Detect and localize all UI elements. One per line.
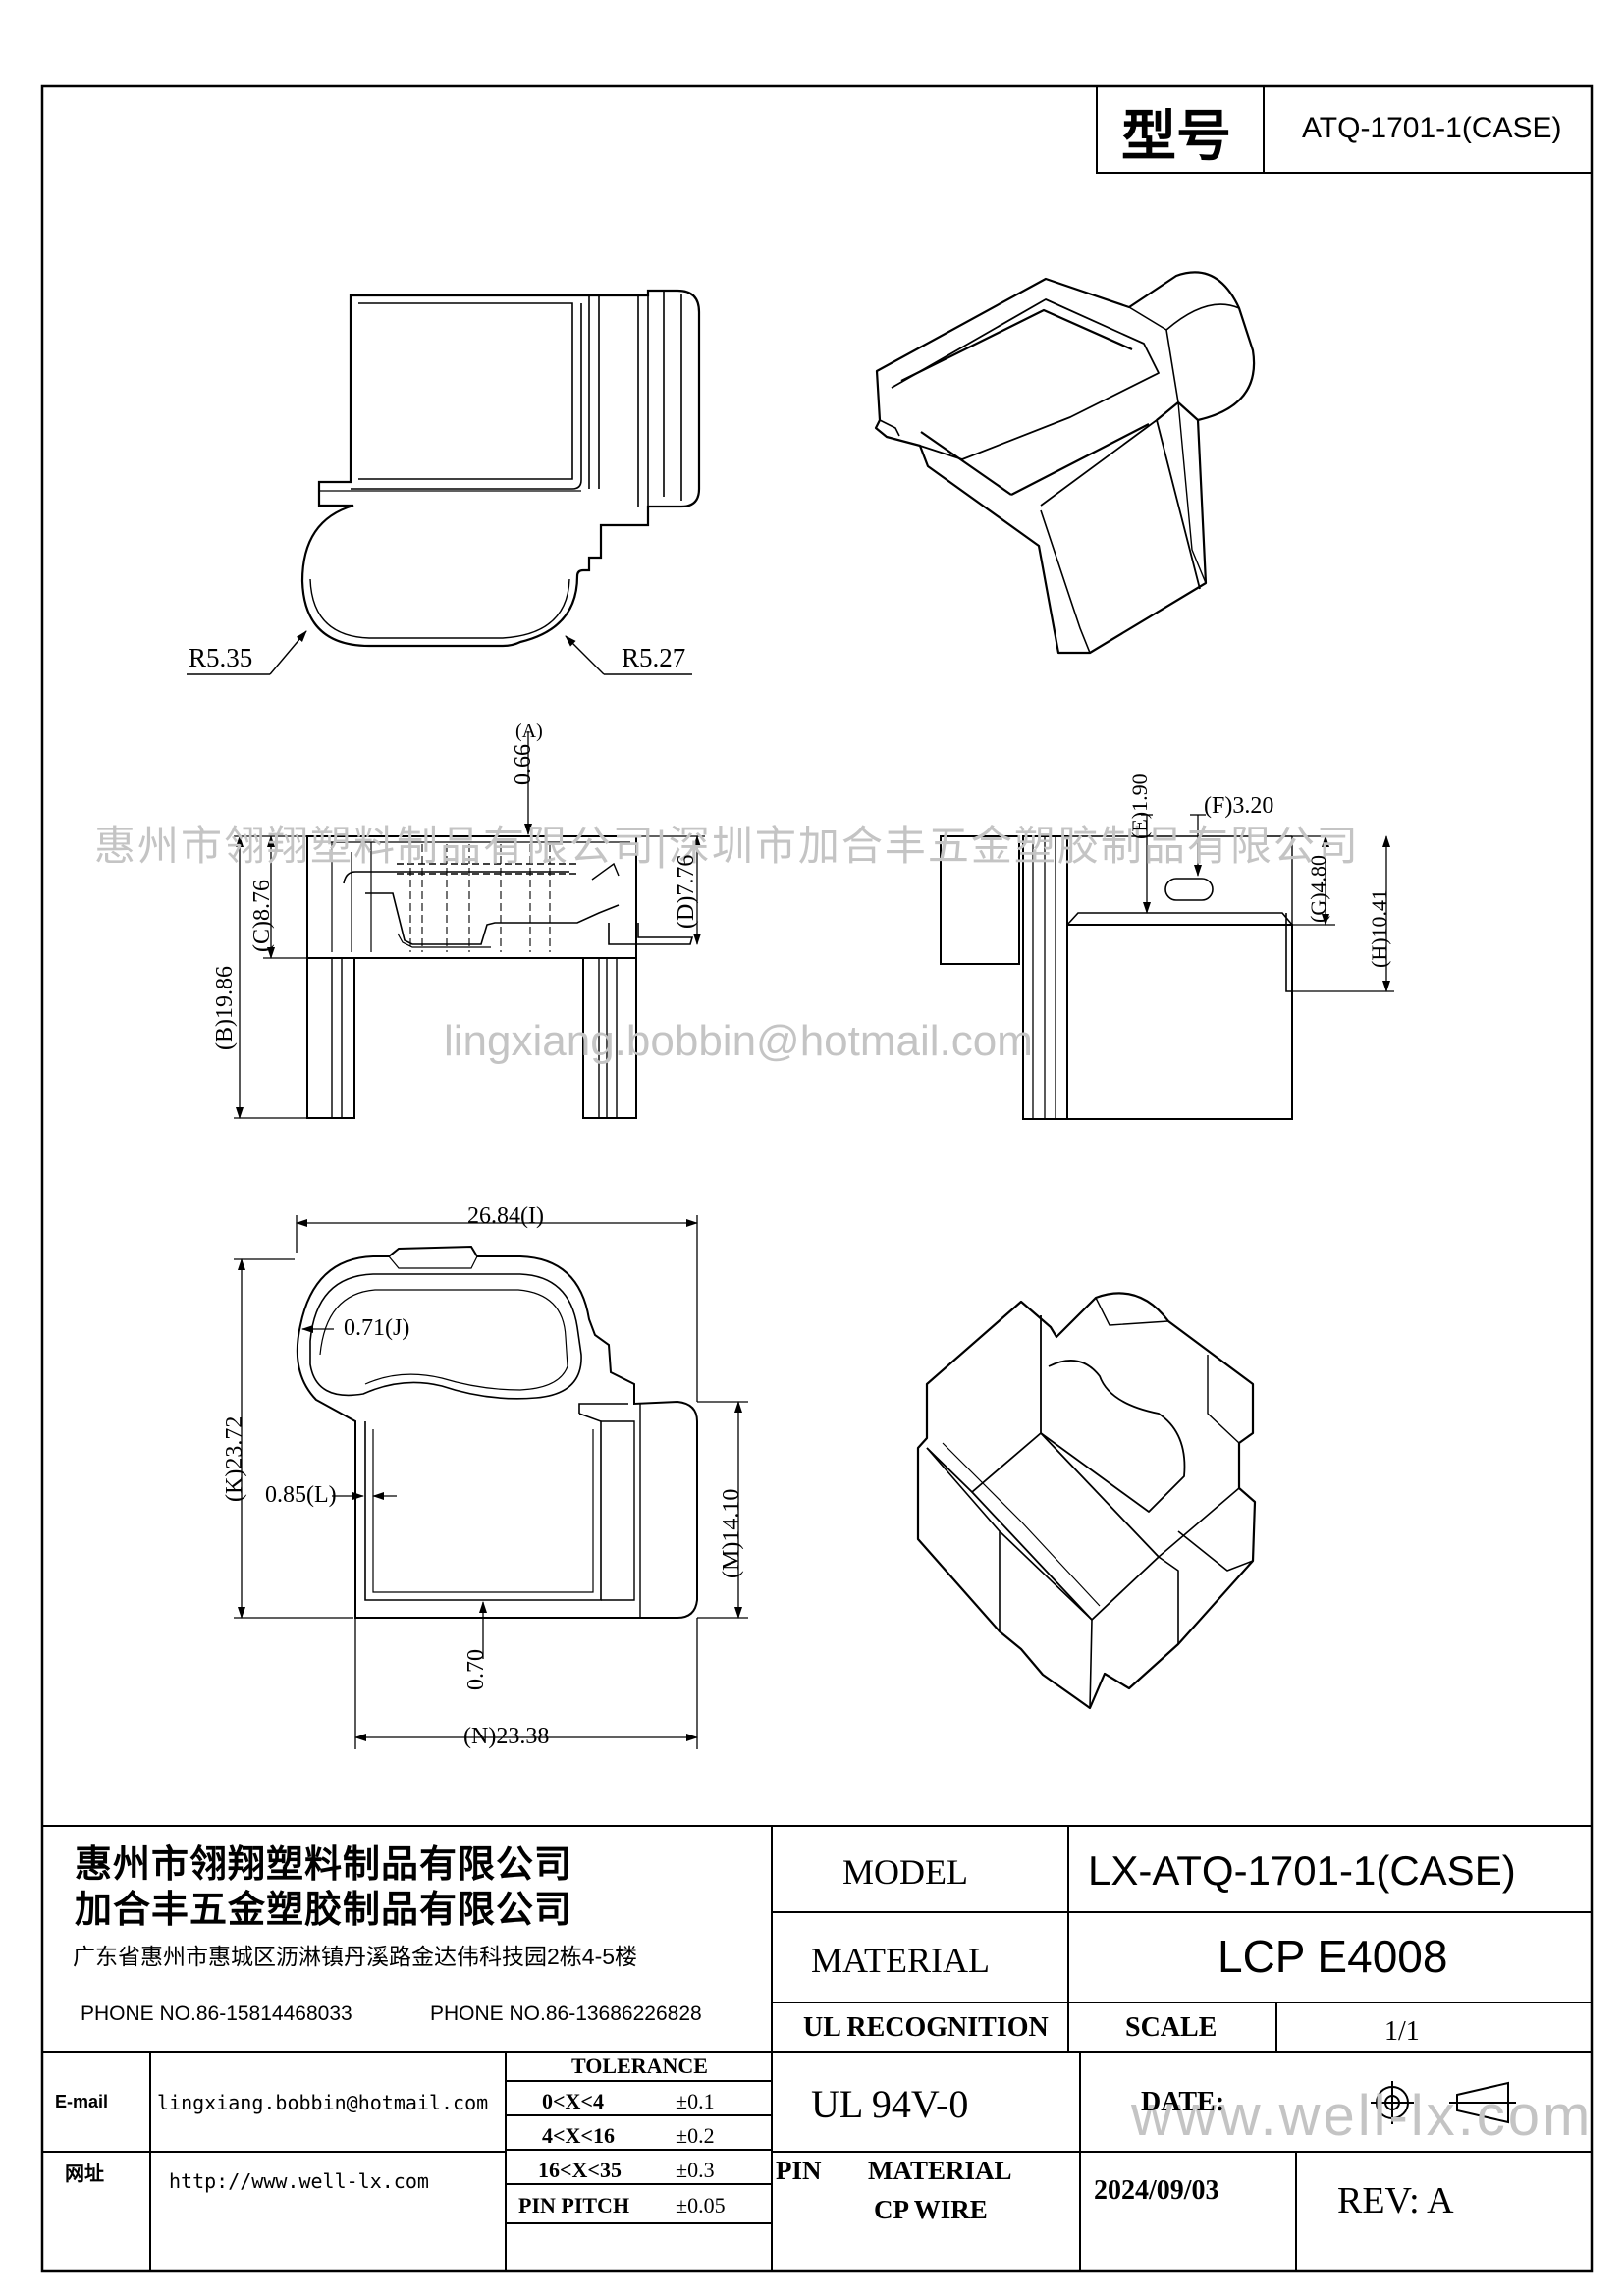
tag-e-letter: E	[1127, 819, 1152, 832]
dim-a: 0.66	[511, 744, 536, 785]
dim-j: 0.71(J)	[344, 1315, 410, 1341]
watermark-site: www.well-lx.com	[1131, 2084, 1594, 2148]
dim-n: (N)23.38	[463, 1724, 550, 1749]
email-label: E-mail	[55, 2092, 109, 2111]
scale-value: 1/1	[1384, 2016, 1420, 2047]
dim-e: (E)1.90	[1127, 774, 1152, 839]
view-front	[306, 835, 694, 1119]
dim-m-value: 14.10	[719, 1488, 744, 1542]
dim-c: (C)8.76	[249, 879, 275, 952]
tag-i-letter: I	[528, 1203, 536, 1229]
dim-c-value: 8.76	[249, 879, 275, 921]
tolerance-range-4: PIN PITCH	[518, 2193, 630, 2217]
phone-2: PHONE NO.86-13686226828	[430, 2002, 702, 2025]
tag-j-letter: J	[393, 1315, 403, 1341]
tag-c-letter: C	[249, 928, 275, 944]
header-model-label: 型号	[1121, 105, 1231, 167]
web-label: 网址	[65, 2163, 104, 2185]
projection-symbol-icon	[1371, 2081, 1516, 2124]
watermark-email: lingxiang.bobbin@hotmail.com	[444, 1017, 1033, 1065]
dim-g-value: 4.80	[1306, 854, 1330, 893]
tag-n-letter: N	[471, 1724, 489, 1749]
dim-h: (H)10.41	[1367, 888, 1391, 968]
company-name-2: 加合丰五金塑胶制品有限公司	[75, 1890, 573, 1931]
dim-f: (F)3.20	[1204, 793, 1274, 819]
dim-r-left: R5.35	[189, 643, 253, 672]
tolerance-range-3: 16<X<35	[538, 2158, 622, 2182]
material-label: MATERIAL	[811, 1941, 990, 1980]
revision: REV: A	[1337, 2180, 1454, 2221]
tag-m-letter: M	[719, 1549, 744, 1571]
date-label: DATE:	[1141, 2087, 1225, 2117]
dim-f-value: 3.20	[1232, 793, 1274, 819]
dim-k-value: 23.72	[222, 1415, 247, 1469]
sheet-border	[40, 84, 1594, 2273]
dim-e-value: 1.90	[1127, 774, 1152, 812]
model-value: LX-ATQ-1701-1(CASE)	[1088, 1847, 1516, 1894]
tolerance-header: TOLERANCE	[571, 2054, 708, 2078]
dim-p: 0.70	[463, 1649, 489, 1690]
view-iso-bottom	[916, 1292, 1257, 1710]
date-value: 2024/09/03	[1094, 2175, 1219, 2206]
tolerance-value-3: ±0.3	[676, 2158, 715, 2182]
tolerance-range-2: 4<X<16	[542, 2123, 615, 2148]
dim-g: (G)4.80	[1306, 854, 1330, 923]
tag-b-letter: B	[212, 1026, 238, 1042]
tag-a: (A)	[515, 721, 543, 742]
tag-k-letter: K	[222, 1476, 247, 1494]
view-top-left	[300, 289, 701, 648]
tolerance-value-4: ±0.05	[676, 2193, 726, 2217]
tag-l-letter: L	[314, 1482, 329, 1508]
dim-l-value: 0.85	[265, 1482, 306, 1508]
material-value: LCP E4008	[1218, 1931, 1448, 1982]
dim-l: 0.85(L)	[265, 1482, 337, 1508]
dim-i: 26.84(I)	[467, 1203, 544, 1229]
view-iso-top	[874, 271, 1256, 655]
model-label: MODEL	[842, 1852, 968, 1892]
header-model-box	[1096, 85, 1593, 174]
tag-f-letter: F	[1212, 793, 1225, 819]
dim-d: (D)7.76	[674, 854, 699, 929]
web-value[interactable]: http://www.well-lx.com	[169, 2169, 429, 2193]
watermark-company: 惠州市翎翔塑料制品有限公司|深圳市加合丰五金塑胶制品有限公司	[94, 823, 1360, 869]
pin-material-2: CP WIRE	[874, 2195, 988, 2224]
dim-i-value: 26.84	[467, 1203, 520, 1229]
dim-n-value: 23.38	[496, 1724, 550, 1749]
dim-m: (M)14.10	[719, 1488, 744, 1578]
scale-label: SCALE	[1125, 2012, 1218, 2043]
company-name-1: 惠州市翎翔塑料制品有限公司	[75, 1844, 573, 1886]
tag-g-letter: G	[1306, 899, 1330, 916]
ul-value: UL 94V-0	[811, 2082, 969, 2126]
dim-b-value: 19.86	[212, 965, 238, 1019]
pin-material-1: MATERIAL	[868, 2156, 1012, 2185]
title-block-grid	[42, 1825, 1592, 2271]
company-address: 广东省惠州市惠城区沥淋镇丹溪路金达伟科技园2栋4-5楼	[73, 1944, 638, 1969]
ul-label: UL RECOGNITION	[803, 2012, 1049, 2043]
view-bottom	[296, 1245, 698, 1619]
dim-k: (K)23.72	[222, 1415, 247, 1502]
view-side	[940, 835, 1293, 1120]
tag-a-letter: A	[521, 721, 537, 742]
tag-h-letter: H	[1367, 944, 1391, 961]
dim-r-right: R5.27	[622, 643, 686, 672]
email-value[interactable]: lingxiang.bobbin@hotmail.com	[157, 2091, 489, 2114]
header-model-value: ATQ-1701-1(CASE)	[1302, 112, 1562, 144]
dim-d-value: 7.76	[674, 854, 699, 896]
dim-h-value: 10.41	[1367, 888, 1391, 938]
tolerance-value-1: ±0.1	[676, 2089, 715, 2113]
dim-b: (B)19.86	[212, 965, 238, 1050]
pin-label: PIN	[776, 2156, 822, 2185]
dim-j-value: 0.71	[344, 1315, 385, 1341]
phone-1: PHONE NO.86-15814468033	[81, 2002, 352, 2025]
tolerance-range-1: 0<X<4	[542, 2089, 604, 2113]
tag-d-letter: D	[674, 903, 699, 921]
tolerance-value-2: ±0.2	[676, 2123, 715, 2148]
